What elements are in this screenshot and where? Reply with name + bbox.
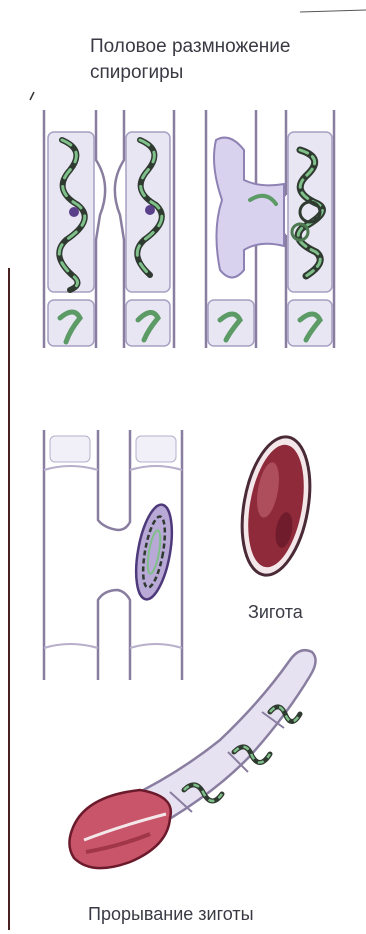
cell-left-b [48, 300, 94, 346]
page-edge-mark-top [30, 92, 34, 100]
germination-caption: Прорывание зиготы [88, 904, 254, 925]
stage2-cell-left-b [208, 300, 254, 346]
zygote-caption: Зигота [248, 602, 303, 623]
zygote-in-filament [130, 502, 178, 602]
conjugation-stage-2 [206, 110, 334, 348]
germination-drawing [69, 650, 315, 868]
zygote-drawing [232, 432, 319, 581]
stage3-top-cell-left [50, 436, 90, 462]
nucleus-left-a [69, 207, 79, 217]
cell-right-b [126, 300, 170, 346]
migrating-cytoplasm [214, 138, 284, 278]
conjugation-stage-3 [44, 430, 182, 680]
stage2-cell-right-b [288, 300, 332, 346]
conjugation-stage-1 [44, 110, 174, 348]
stage3-left-wall-lower [98, 590, 130, 680]
page-top-line [300, 10, 366, 12]
ruptured-zygote [69, 790, 170, 868]
nucleus-right-a [145, 205, 155, 215]
stage3-top-cell-right [136, 436, 176, 462]
